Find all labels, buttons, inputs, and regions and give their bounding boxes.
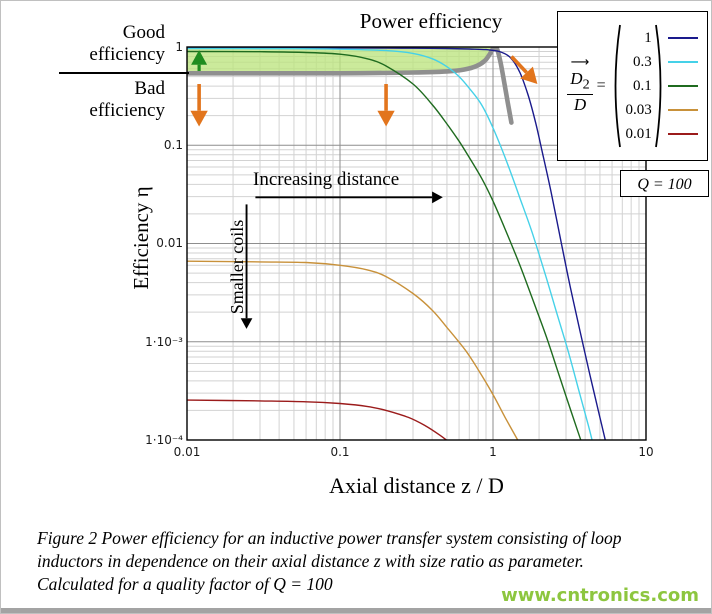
bottom-edge-strip [1,608,711,613]
legend-swatch [667,84,698,88]
increasing-distance-arrow [255,191,443,204]
bad-direction-arrow-1 [190,84,208,127]
y-tick: 0.01 [156,236,183,250]
series-d2-d-0.01 [187,399,448,440]
bad-efficiency-label: Bad efficiency [89,78,165,122]
watermark: www.cntronics.com [501,585,699,606]
y-tick: 1 [175,40,183,54]
good-efficiency-label: Good efficiency [89,22,165,66]
legend-box: ⟶ D2 D = 1 0.3 0.1 0.03 0.01 [557,11,708,161]
y-tick: 1·10⁻⁴ [145,433,183,447]
legend-value: 0.1 [632,78,652,94]
grid-major [187,47,646,440]
legend-value: 1 [644,30,652,46]
legend-paren-left [614,24,621,148]
x-tick: 10 [638,445,654,459]
legend-value: 0.3 [632,54,652,70]
smaller-coils-label: Smaller coils [227,219,247,315]
legend-equals: = [596,77,606,94]
good-bad-divider [59,72,189,74]
plot-border [186,46,647,441]
x-tick: 0.1 [330,445,350,459]
bad-direction-arrow-2 [377,84,395,127]
x-tick: 1 [489,445,497,459]
legend-values: 1 0.3 0.1 0.03 0.01 [624,26,652,146]
smaller-coils-arrow [240,204,253,329]
y-tick: 1·10⁻³ [145,335,183,349]
q-factor-box: Q = 100 [620,170,709,197]
legend-swatch [667,60,698,64]
increasing-distance-label: Increasing distance [253,169,400,190]
vector-arrow-icon: ⟶ [570,55,590,71]
legend-paren-right [654,24,662,148]
y-tick: 0.1 [163,138,183,152]
series-d2-d-0.1 [187,50,582,440]
legend-value: 0.01 [625,126,652,142]
legend-color-samples [667,26,698,146]
chart-title: Power efficiency [359,9,503,33]
caption-line: Figure 2 Power efficiency for an inducti… [37,528,622,548]
x-tick: 0.01 [173,445,201,459]
series-d2-d-0.03 [187,260,519,440]
boundary-drop-arrow [510,55,538,84]
series-d2-d-1 [187,47,606,440]
caption-line: Calculated for a quality factor of Q = 1… [37,574,333,595]
legend-swatch [667,132,698,136]
caption-line: inductors in dependence on their axial d… [37,551,584,572]
legend-ratio: ⟶ D2 D [567,55,593,114]
good-bad-boundary-curve [187,47,514,125]
legend-swatch [667,108,698,112]
legend-value: 0.03 [625,102,652,118]
figure-caption: Figure 2 Power efficiency for an inducti… [37,527,689,596]
good-direction-arrow [191,50,208,71]
legend-swatch [667,36,698,40]
series-d2-d-0.3 [187,47,593,440]
x-axis-label: Axial distance z / D [329,473,504,498]
